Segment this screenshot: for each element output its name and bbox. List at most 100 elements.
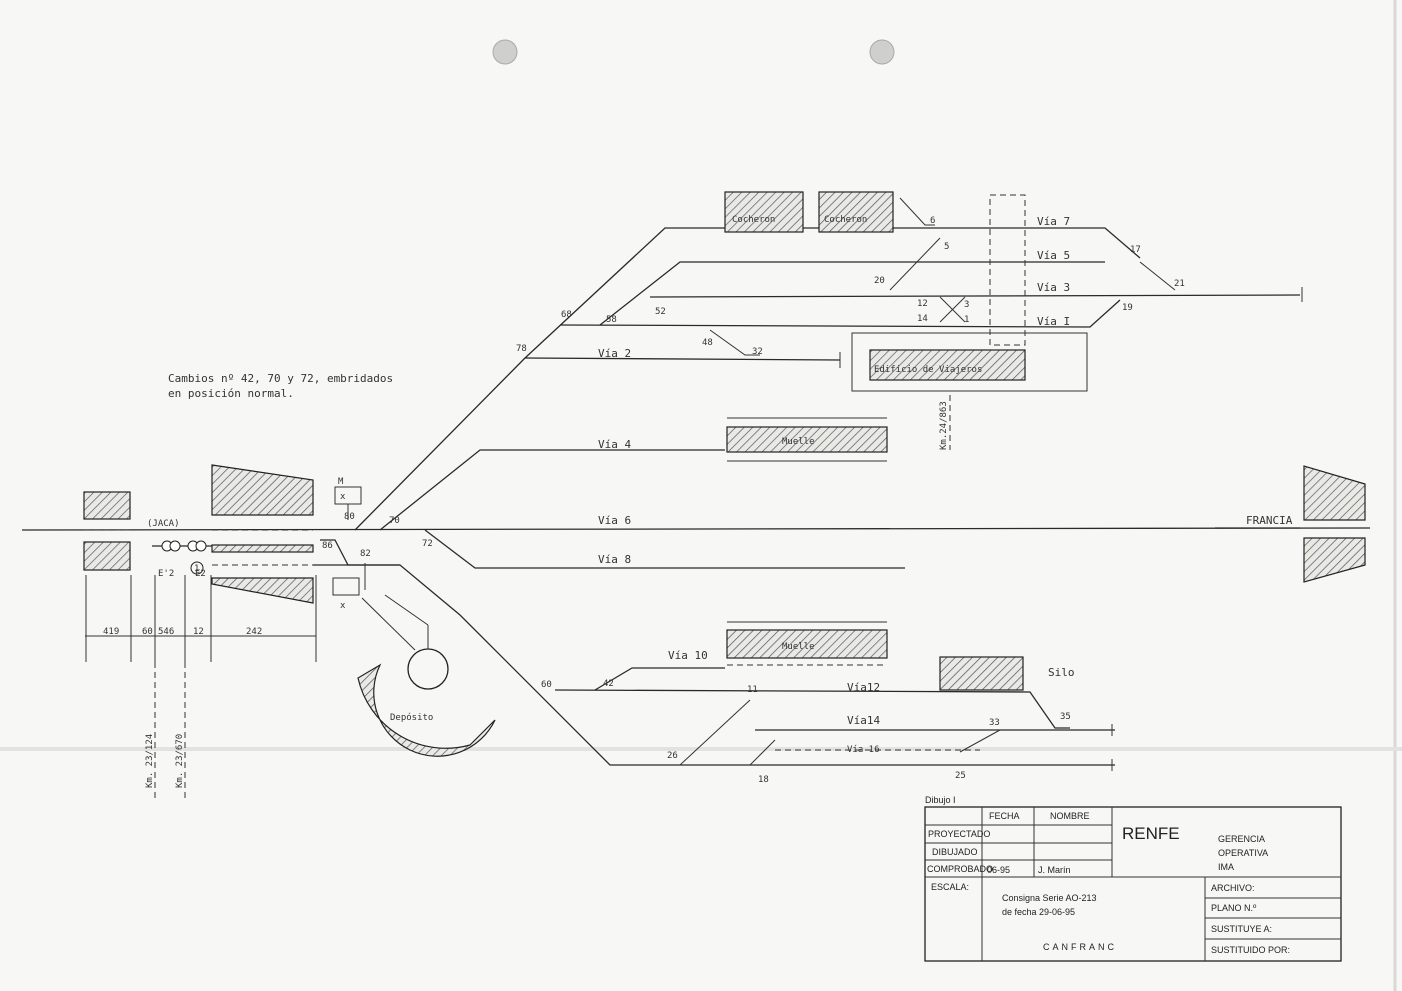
muelle-1 [726,426,888,453]
sw-72: 72 [422,539,433,549]
label-edificio: Edificio de Viajeros [874,365,982,375]
tb-fecha-value: 06-95 [987,865,1010,875]
sw-11: 11 [747,685,758,695]
sw-1: 1 [964,315,969,325]
label-e2b: E2 [195,569,206,579]
sw-18: 18 [758,775,769,785]
tb-nombre-header: NOMBRE [1050,811,1090,821]
dim-419: 419 [103,627,119,637]
edificio-viajeros [869,349,1026,381]
sw-20: 20 [874,276,885,286]
label-via2: Vía 2 [598,347,631,360]
tb-gerencia-1: GERENCIA [1218,834,1265,844]
label-via6: Vía 6 [598,514,631,527]
km-b: Km. 23/670 [175,734,185,788]
label-via3: Vía 3 [1037,281,1070,294]
label-e2a: E'2 [158,569,174,579]
tb-sustituye: SUSTITUYE A: [1211,924,1272,934]
sw-70: 70 [389,516,400,526]
label-cocheron-1: Cocheron [732,215,775,225]
label-x2: x [340,601,346,611]
dim-12: 12 [193,627,204,637]
sw-14: 14 [917,314,928,324]
label-cocheron-2: Cocheron [824,215,867,225]
portal-left [83,491,131,571]
silo-building [939,656,1024,691]
sw-80: 80 [344,512,355,522]
note-line-1: Cambios nº 42, 70 y 72, embridados [168,372,393,385]
sw-17: 17 [1130,245,1141,255]
label-muelle-2: Muelle [782,642,815,652]
tb-proyectado: PROYECTADO [928,829,990,839]
sw-86: 86 [322,541,333,551]
sw-25: 25 [955,771,966,781]
tb-nombre-value: J. Marín [1038,865,1071,875]
tb-consigna-2: de fecha 29-06-95 [1002,907,1075,917]
label-via7: Vía 7 [1037,215,1070,228]
sw-33: 33 [989,718,1000,728]
edificio-dashed-outline [989,194,1026,346]
label-deposito: Depósito [390,712,433,723]
sw-32: 32 [752,347,763,357]
label-via12: Vía12 [847,681,880,694]
tb-fecha-header: FECHA [989,811,1020,821]
sw-5: 5 [944,242,949,252]
punch-hole-right [869,39,895,65]
portal-station [211,464,314,604]
km-a: Km. 23/124 [145,734,155,788]
tb-dibujo: Dibujo I [925,795,956,805]
punch-hole-left [492,39,518,65]
tb-consigna-1: Consigna Serie AO-213 [1002,893,1097,903]
sw-78: 78 [516,344,527,354]
signal-group [152,540,212,575]
sw-58: 58 [606,315,617,325]
label-via8: Vía 8 [598,553,631,566]
label-via4: Vía 4 [598,438,631,451]
sw-35: 35 [1060,712,1071,722]
sw-21: 21 [1174,279,1185,289]
sw-82: 82 [360,549,371,559]
label-signal-1: 1 [194,564,199,574]
title-block [924,806,1342,962]
tb-company: RENFE [1122,824,1180,843]
tb-gerencia-3: IMA [1218,862,1234,872]
label-via1: Vía I [1037,315,1070,328]
sw-3: 3 [964,300,969,310]
sw-6: 6 [930,216,935,226]
portal-francia [1303,465,1366,583]
edificio-frame [851,332,1088,392]
tb-escala: ESCALA: [931,882,969,892]
label-via5: Vía 5 [1037,249,1070,262]
sw-42: 42 [603,679,614,689]
sw-68: 68 [561,310,572,320]
deposito-turntable [357,563,496,757]
x-box [332,577,360,596]
muelle-2 [726,629,888,659]
km-main: Km.24/863 [939,401,949,450]
label-m: M [338,477,344,487]
tb-gerencia-2: OPERATIVA [1218,848,1268,858]
label-via16: Vía 16 [847,745,880,755]
label-jaca: (JACA) [147,519,180,529]
dim-60: 60 [142,627,153,637]
cocheron-1 [724,191,804,233]
cocheron-2 [818,191,894,233]
tb-sustituido: SUSTITUIDO POR: [1211,945,1290,955]
tb-station: CANFRANC [1043,942,1117,952]
sw-26: 26 [667,751,678,761]
label-silo: Silo [1048,666,1075,679]
m-box [334,486,362,505]
dimension-line [85,575,317,800]
sw-12: 12 [917,299,928,309]
tb-dibujado: DIBUJADO [932,847,978,857]
label-via10: Vía 10 [668,649,708,662]
sw-52: 52 [655,307,666,317]
label-x1: x [340,492,346,502]
label-via14: Vía14 [847,714,880,727]
sw-19: 19 [1122,303,1133,313]
tb-archivo: ARCHIVO: [1211,883,1255,893]
label-francia: FRANCIA [1246,514,1293,527]
tb-plano: PLANO N.º [1211,903,1257,913]
